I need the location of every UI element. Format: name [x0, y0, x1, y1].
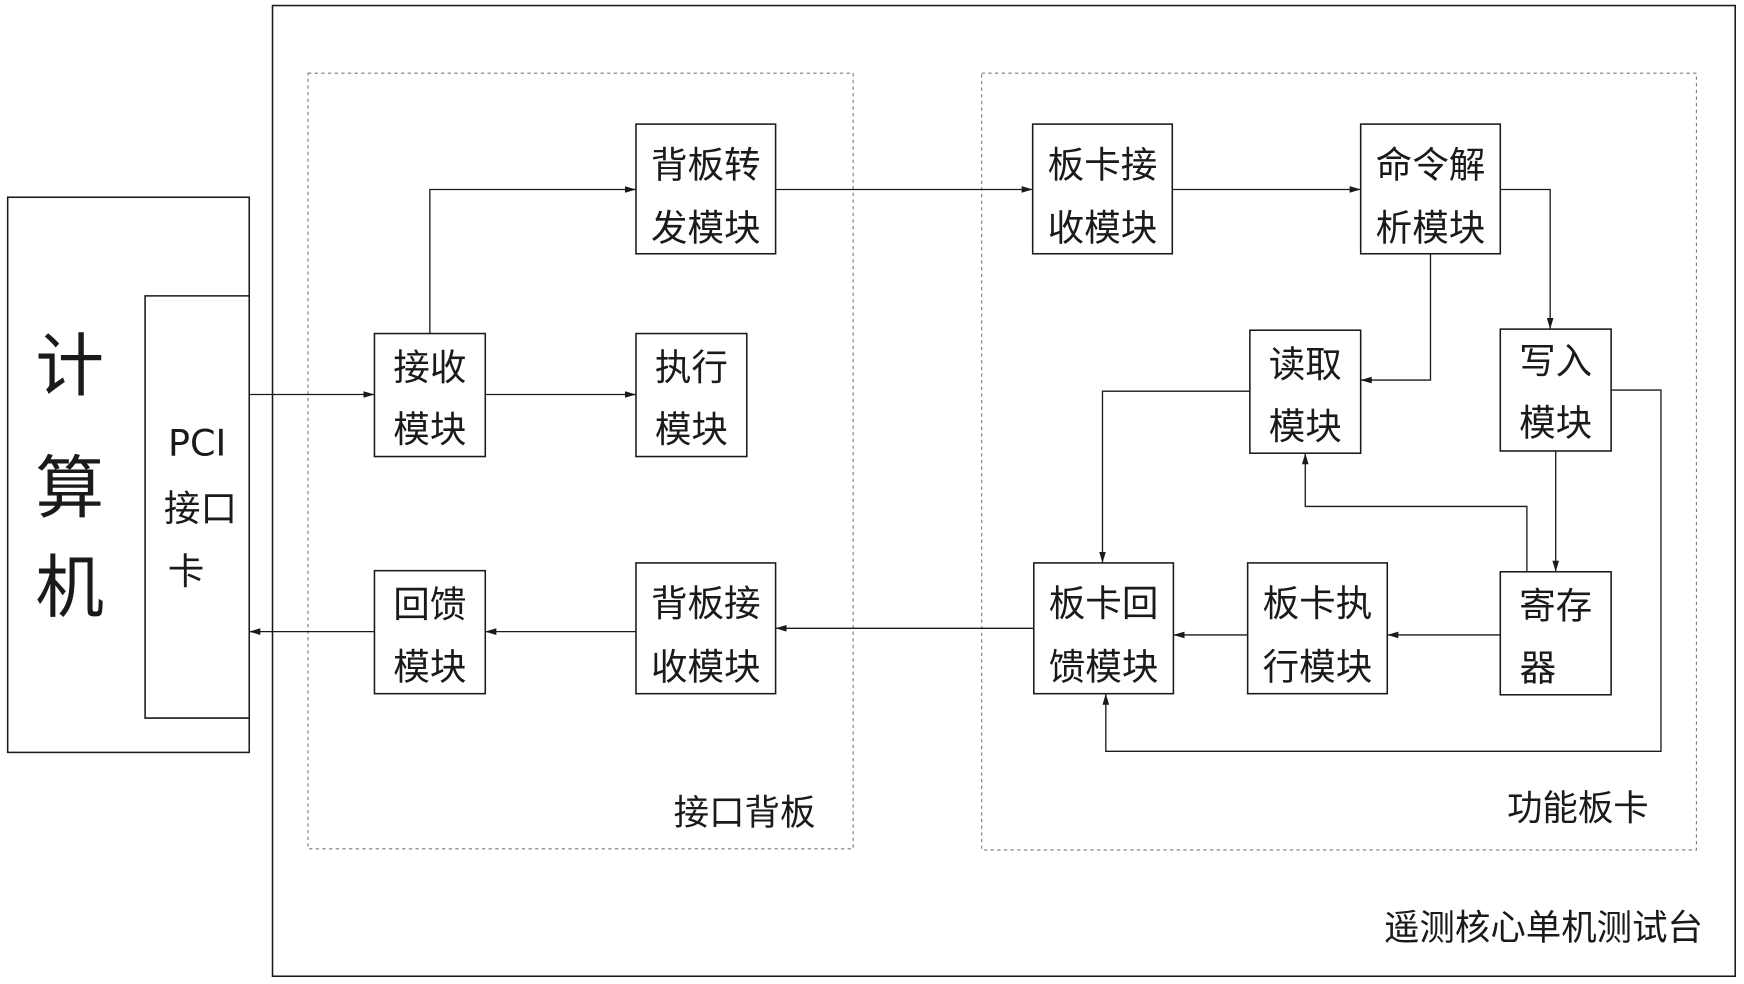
register-module: 寄存 器 [1500, 572, 1611, 695]
write-module: 写入 模块 [1500, 329, 1611, 451]
command-parse-module-line-1: 命令解 [1376, 143, 1486, 186]
arrow-command-parse-to-read [1361, 254, 1431, 380]
pci-label-line-1: PCI [168, 421, 226, 464]
receive-module: 接收 模块 [374, 334, 485, 457]
feedback-module-line-1: 回馈 [393, 583, 466, 626]
card-execute-module-line-1: 板卡执 [1263, 582, 1373, 625]
card-receive-module-line-2: 收模块 [1048, 206, 1158, 249]
read-module: 读取 模块 [1250, 330, 1361, 453]
computer-label-line-1: 计 [35, 327, 104, 407]
write-module-line-2: 模块 [1519, 401, 1592, 444]
card-receive-module-line-1: 板卡接 [1048, 143, 1158, 186]
arrow-receive-to-backplane-forward [430, 189, 636, 333]
card-execute-module-line-2: 行模块 [1263, 645, 1373, 688]
arrow-register-to-read [1305, 453, 1527, 572]
backplane-receive-module: 背板接 收模块 [636, 563, 776, 694]
receive-module-line-1: 接收 [393, 346, 466, 389]
computer-block: 计 算 机 [8, 197, 250, 752]
receive-module-line-2: 模块 [393, 408, 466, 451]
telemetry-test-bench: 遥测核心单机测试台 [273, 6, 1736, 977]
arrow-read-to-card-feedback [1102, 391, 1249, 563]
card-feedback-module-line-1: 板卡回 [1049, 582, 1159, 625]
feedback-module: 回馈 模块 [374, 571, 485, 694]
backplane-receive-module-line-1: 背板接 [651, 582, 761, 625]
pci-label-line-3: 卡 [168, 550, 205, 593]
execute-module-line-2: 模块 [655, 408, 728, 451]
write-module-line-1: 写入 [1519, 339, 1592, 382]
card-feedback-module-line-2: 馈模块 [1049, 645, 1159, 688]
command-parse-module-line-2: 析模块 [1376, 206, 1486, 249]
backplane-receive-module-line-2: 收模块 [651, 645, 761, 688]
pci-interface-card: PCI 接口 卡 [145, 296, 249, 718]
arrow-command-parse-to-write [1500, 189, 1550, 329]
backplane-forward-module: 背板转 发模块 [636, 124, 776, 254]
computer-label-line-2: 算 [35, 449, 104, 529]
card-execute-module: 板卡执 行模块 [1248, 563, 1388, 694]
read-module-line-2: 模块 [1269, 405, 1342, 448]
feedback-module-line-2: 模块 [393, 645, 466, 688]
interface-backplane-title: 接口背板 [674, 792, 816, 833]
pci-label-line-2: 接口 [164, 487, 237, 530]
function-card-title: 功能板卡 [1507, 788, 1649, 829]
command-parse-module: 命令解 析模块 [1361, 124, 1501, 254]
execute-module-line-1: 执行 [655, 346, 728, 389]
read-module-line-1: 读取 [1269, 343, 1342, 386]
backplane-forward-module-line-2: 发模块 [651, 206, 761, 249]
execute-module: 执行 模块 [636, 334, 747, 457]
register-module-line-2: 器 [1520, 646, 1557, 689]
register-module-line-1: 寄存 [1519, 584, 1592, 627]
card-feedback-module: 板卡回 馈模块 [1034, 563, 1174, 694]
backplane-forward-module-line-1: 背板转 [651, 143, 761, 186]
computer-label-line-3: 机 [35, 549, 104, 629]
test-bench-title: 遥测核心单机测试台 [1384, 908, 1703, 949]
card-receive-module: 板卡接 收模块 [1033, 124, 1173, 254]
